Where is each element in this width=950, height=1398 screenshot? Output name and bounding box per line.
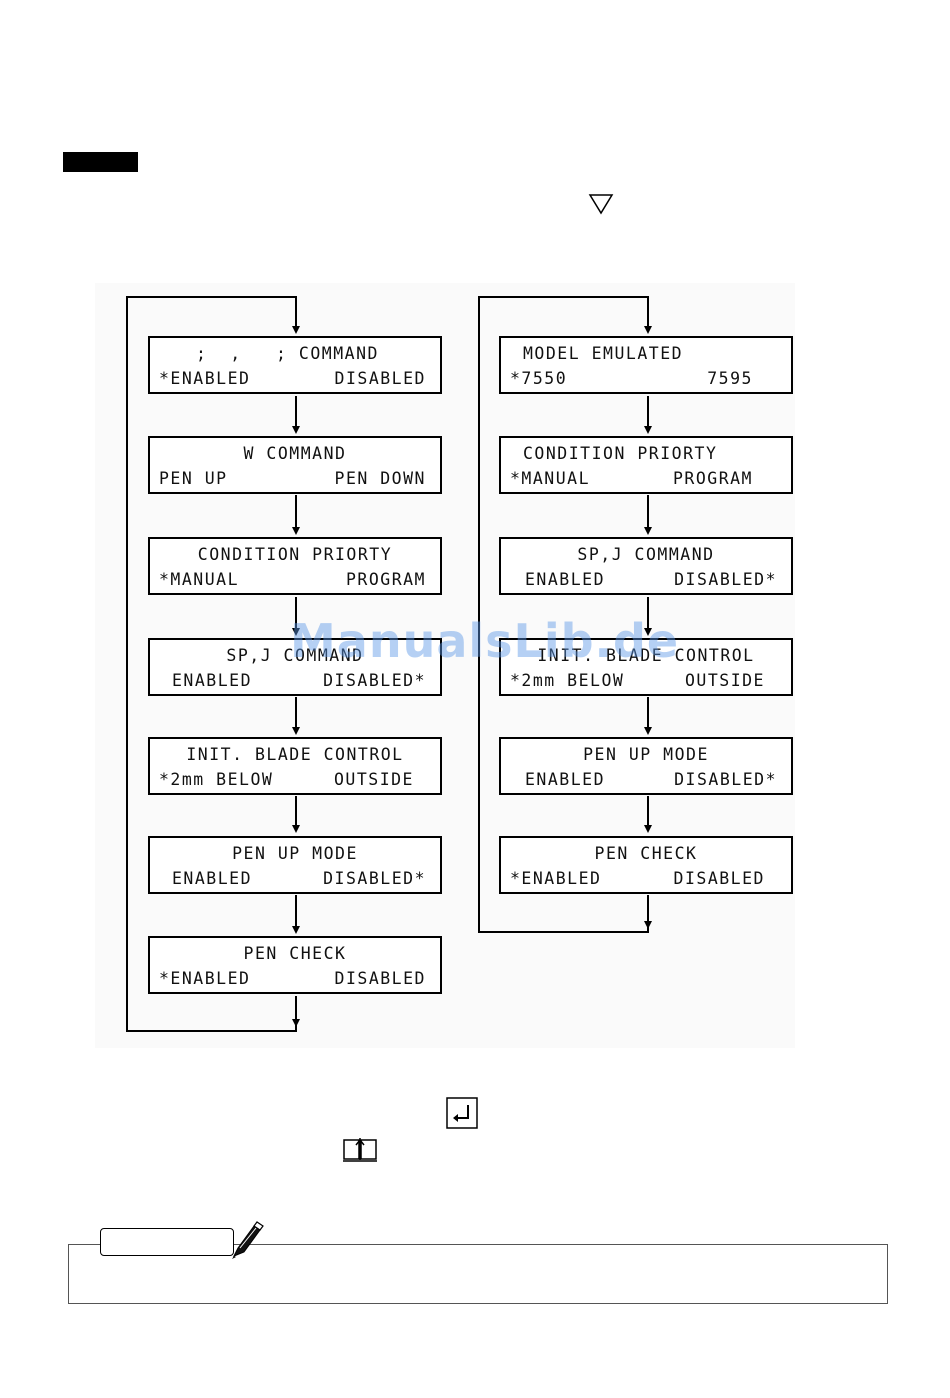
lcd-title: W COMMAND — [243, 444, 347, 463]
lcd-option-1: ENABLED — [172, 869, 253, 888]
lcd-w-command: W COMMAND PEN UP PEN DOWN — [148, 436, 442, 494]
lcd-title: CONDITION PRIORTY — [523, 444, 718, 463]
lcd-pen-up-mode: PEN UP MODE ENABLED DISABLED* — [499, 737, 793, 795]
lcd-option-1: *ENABLED — [159, 369, 251, 388]
lcd-pen-up-mode: PEN UP MODE ENABLED DISABLED* — [148, 836, 442, 894]
lcd-spj-command: SP,J COMMAND ENABLED DISABLED* — [499, 537, 793, 595]
lcd-option-1: ENABLED — [172, 671, 253, 690]
lcd-option-2: DISABLED — [334, 369, 426, 388]
lcd-option-1: PEN UP — [159, 469, 228, 488]
lcd-option-2: PROGRAM — [345, 570, 426, 589]
lcd-init-blade-control: INIT. BLADE CONTROL *2mm BELOW OUTSIDE — [148, 737, 442, 795]
lcd-title: PEN UP MODE — [583, 745, 709, 764]
lcd-option-1: *2mm BELOW — [159, 770, 274, 789]
lcd-model-emulated: MODEL EMULATED *7550 7595 — [499, 336, 793, 394]
lcd-option-2: DISABLED — [334, 969, 426, 988]
lcd-title: PEN CHECK — [594, 844, 698, 863]
lcd-title: INIT. BLADE CONTROL — [537, 646, 755, 665]
lcd-pen-check: PEN CHECK *ENABLED DISABLED — [499, 836, 793, 894]
lcd-option-1: ENABLED — [525, 770, 606, 789]
down-triangle-icon — [588, 194, 614, 215]
lcd-option-2: PROGRAM — [672, 469, 753, 488]
lcd-option-2: DISABLED — [673, 869, 765, 888]
lcd-option-1: *ENABLED — [159, 969, 251, 988]
lcd-option-1: *2mm BELOW — [510, 671, 625, 690]
lcd-spj-command: SP,J COMMAND ENABLED DISABLED* — [148, 638, 442, 696]
lcd-option-1: *MANUAL — [510, 469, 591, 488]
lcd-title: SP,J COMMAND — [226, 646, 364, 665]
lcd-title: MODEL EMULATED — [523, 344, 684, 363]
lcd-title: PEN CHECK — [243, 944, 347, 963]
lcd-title: INIT. BLADE CONTROL — [186, 745, 404, 764]
lcd-option-2: DISABLED* — [323, 869, 426, 888]
lcd-option-2: OUTSIDE — [333, 770, 414, 789]
lcd-option-2: 7595 — [707, 369, 753, 388]
lcd-title: ; , ; COMMAND — [196, 344, 379, 363]
lcd-pen-check: PEN CHECK *ENABLED DISABLED — [148, 936, 442, 994]
lcd-option-2: PEN DOWN — [334, 469, 426, 488]
pen-note-icon — [232, 1221, 264, 1259]
lcd-init-blade-control: INIT. BLADE CONTROL *2mm BELOW OUTSIDE — [499, 638, 793, 696]
lcd-condition-priority: CONDITION PRIORTY *MANUAL PROGRAM — [499, 436, 793, 494]
lcd-option-2: DISABLED* — [674, 770, 777, 789]
lcd-title: PEN UP MODE — [232, 844, 358, 863]
lcd-title: SP,J COMMAND — [577, 545, 715, 564]
lcd-option-2: OUTSIDE — [684, 671, 765, 690]
note-tab — [100, 1228, 234, 1256]
lcd-option-2: DISABLED* — [323, 671, 426, 690]
lcd-option-1: *ENABLED — [510, 869, 602, 888]
lcd-option-1: *7550 — [510, 369, 568, 388]
lcd-command-separator: ; , ; COMMAND *ENABLED DISABLED — [148, 336, 442, 394]
section-marker — [63, 152, 138, 172]
book-reference-icon — [343, 1138, 377, 1162]
note-box — [68, 1244, 888, 1304]
lcd-condition-priority: CONDITION PRIORTY *MANUAL PROGRAM — [148, 537, 442, 595]
lcd-option-1: ENABLED — [525, 570, 606, 589]
enter-key-icon — [446, 1097, 478, 1129]
lcd-option-2: DISABLED* — [674, 570, 777, 589]
lcd-title: CONDITION PRIORTY — [197, 545, 393, 564]
lcd-option-1: *MANUAL — [159, 570, 240, 589]
